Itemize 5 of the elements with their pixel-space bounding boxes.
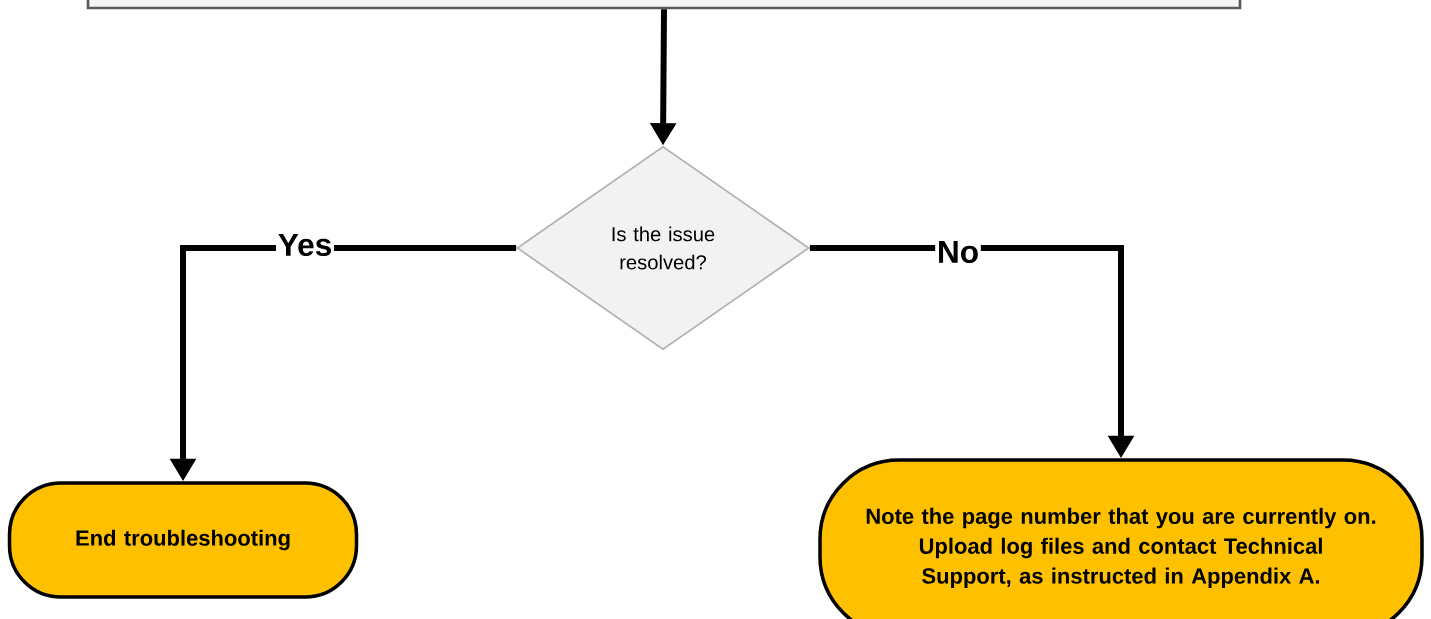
edge-label: Yes: [276, 232, 335, 258]
edge-label: No: [935, 239, 981, 265]
process-box: [86, 0, 1242, 10]
terminator-box: End troubleshooting: [7, 481, 359, 599]
terminator-box: Note the page number that you are currently on. Upload log files and contact Technical Support, as instructed in Appendix A.: [818, 458, 1424, 619]
